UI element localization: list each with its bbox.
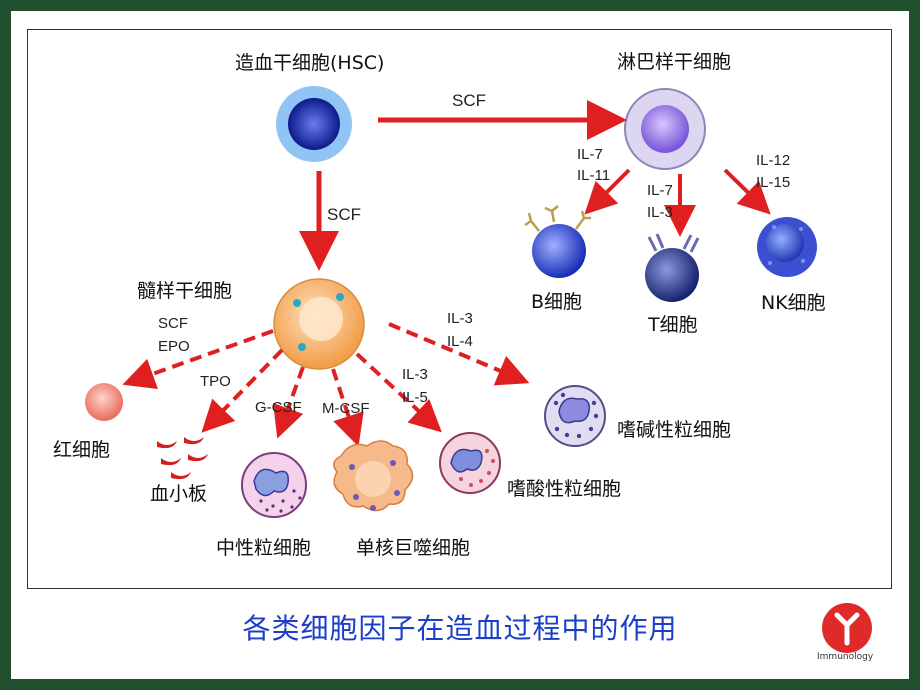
- factor-il11-b: IL-11: [577, 167, 610, 184]
- eosinophil-cell: [440, 433, 500, 493]
- macrophage-cell: [334, 441, 413, 511]
- factor-epo-rbc: EPO: [158, 338, 190, 355]
- myeloid-stem-cell: [274, 279, 364, 369]
- hsc-cell: [276, 86, 352, 162]
- factor-mcsf: M-CSF: [322, 400, 370, 417]
- label-t-cell: T细胞: [648, 310, 698, 337]
- label-macrophage: 单核巨噬细胞: [356, 533, 470, 560]
- rbc-cell: [85, 383, 123, 421]
- factor-tpo: TPO: [200, 373, 231, 390]
- label-hsc: 造血干细胞(HSC): [235, 48, 384, 75]
- factor-scf-down: SCF: [327, 205, 361, 225]
- basophil-cell: [545, 386, 605, 446]
- factor-il5-eo: IL-5: [402, 389, 428, 406]
- label-platelet: 血小板: [150, 479, 207, 506]
- t-cell: [645, 234, 699, 302]
- factor-il3-t: IL-3: [647, 204, 673, 221]
- factor-il3-baso: IL-3: [447, 310, 473, 327]
- label-eosinophil: 嗜酸性粒细胞: [507, 474, 621, 501]
- factor-scf-top: SCF: [452, 91, 486, 111]
- factor-scf-rbc: SCF: [158, 315, 188, 332]
- lymphoid-stem-cell: [625, 89, 705, 169]
- factor-il15-nk: IL-15: [756, 174, 790, 191]
- platelet-cluster: [157, 437, 208, 479]
- logo-text: Immunology: [817, 652, 873, 662]
- label-b-cell: B细胞: [531, 287, 582, 314]
- slide-title: 各类细胞因子在造血过程中的作用: [11, 607, 909, 647]
- b-cell: [525, 206, 591, 278]
- label-basophil: 嗜碱性粒细胞: [617, 415, 731, 442]
- label-myeloid: 髓样干细胞: [137, 276, 232, 303]
- label-rbc: 红细胞: [53, 435, 110, 462]
- nk-cell: [757, 217, 817, 277]
- label-neutrophil: 中性粒细胞: [216, 533, 311, 560]
- label-nk-cell: NK细胞: [761, 288, 826, 315]
- factor-gcsf: G-CSF: [255, 399, 302, 416]
- label-lymphoid: 淋巴样干细胞: [617, 47, 731, 74]
- neutrophil-cell: [242, 453, 306, 517]
- slide: 造血干细胞(HSC) 淋巴样干细胞 髓样干细胞 B细胞 T细胞 NK细胞 红细胞…: [11, 11, 909, 679]
- factor-il4-baso: IL-4: [447, 333, 473, 350]
- factor-il3-eo: IL-3: [402, 366, 428, 383]
- factor-il7-t: IL-7: [647, 182, 673, 199]
- factor-il12-nk: IL-12: [756, 152, 790, 169]
- factor-il7-b: IL-7: [577, 146, 603, 163]
